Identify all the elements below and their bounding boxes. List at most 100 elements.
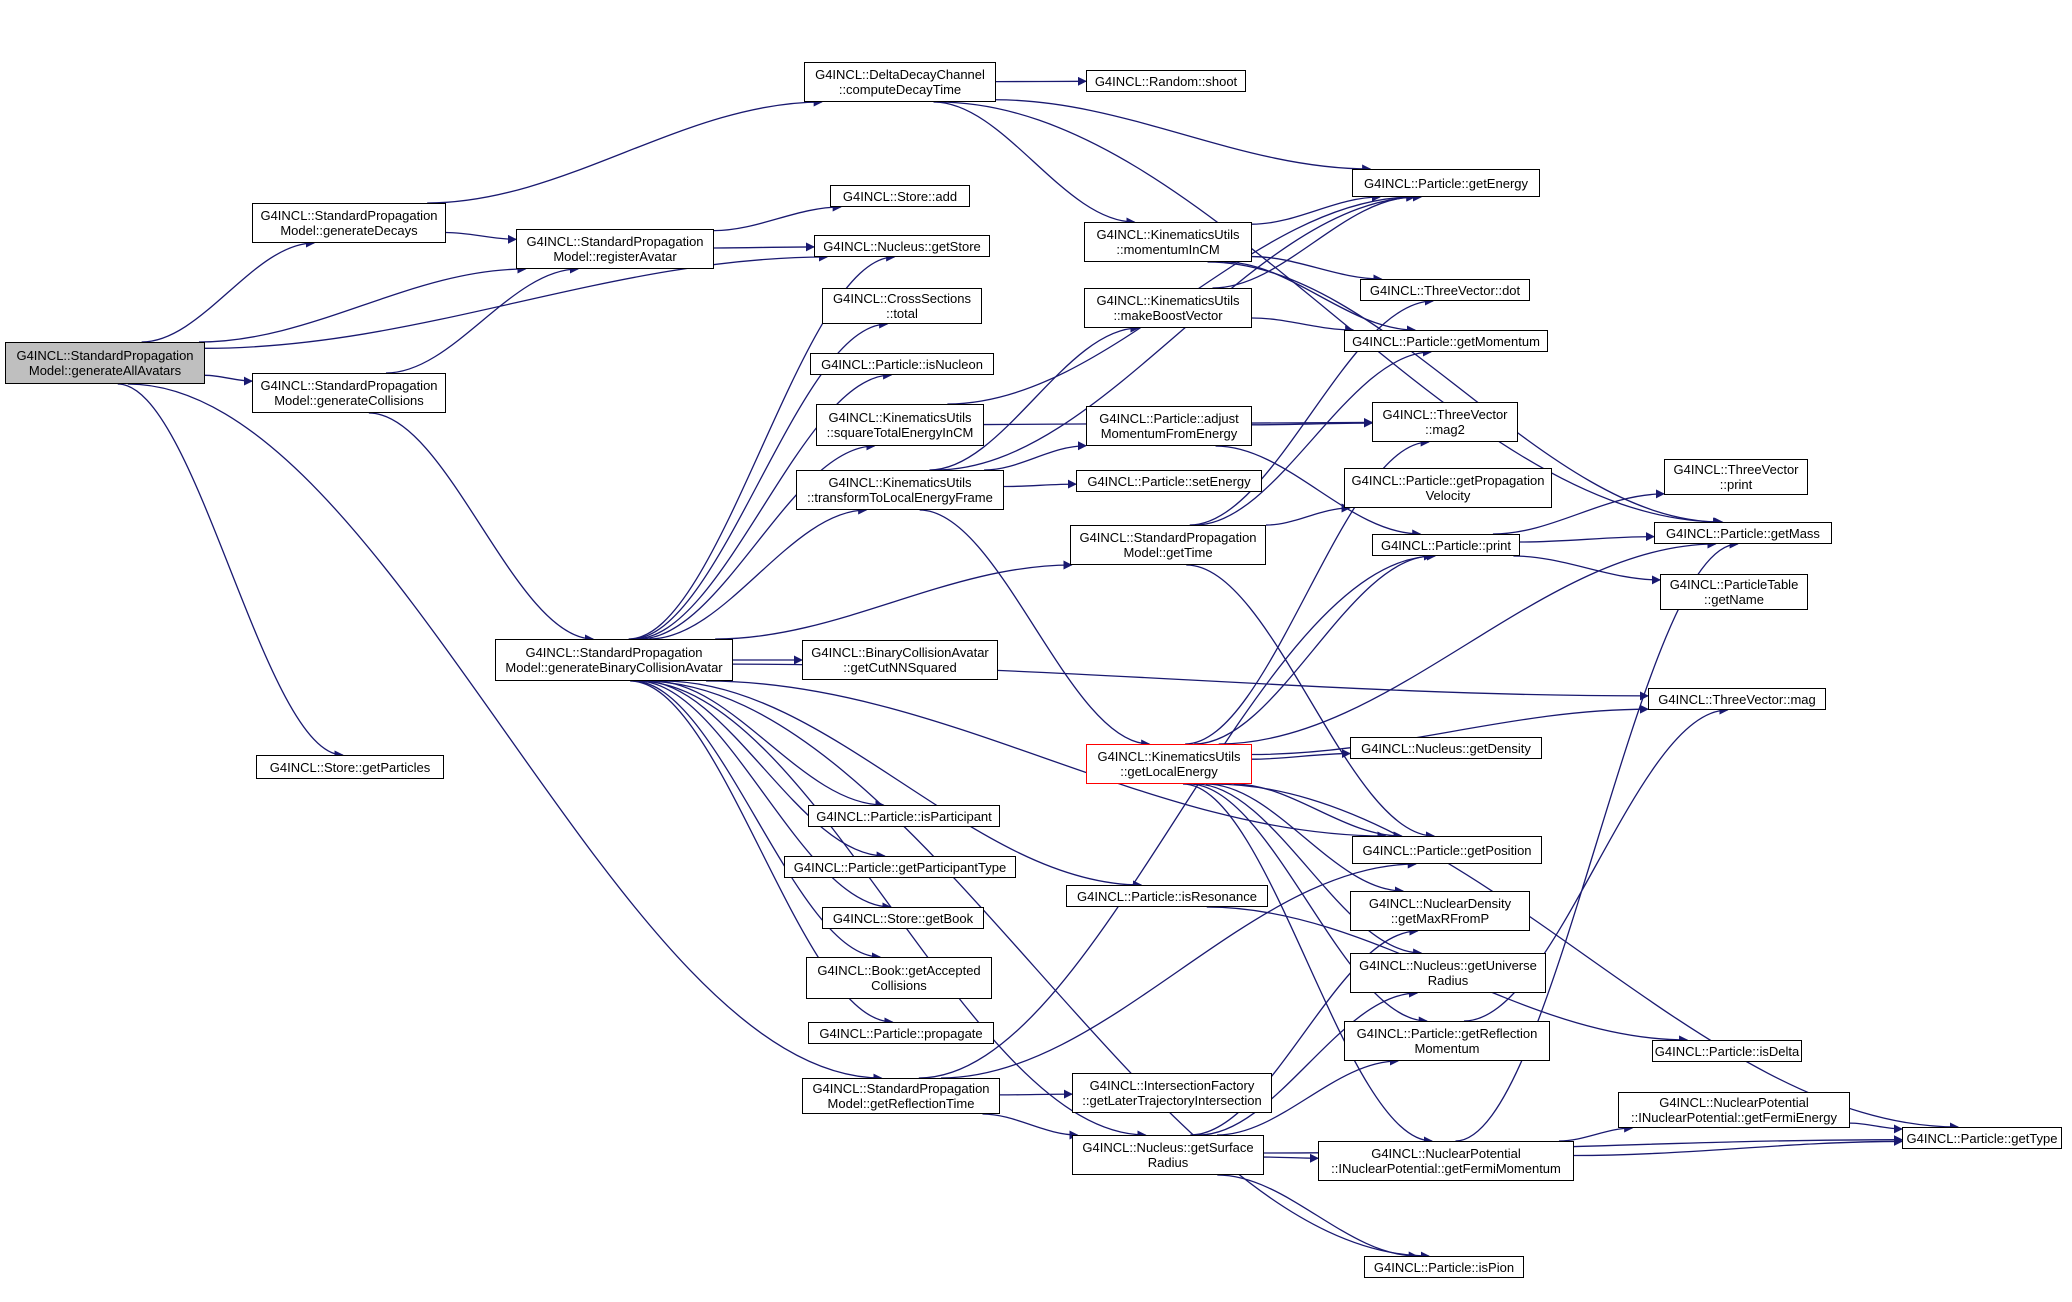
node-label-line: ::computeDecayTime — [838, 82, 962, 97]
node-label-line: G4INCL::Nucleus::getStore — [823, 238, 981, 254]
node-transform[interactable]: G4INCL::KinematicsUtils::transformToLoca… — [796, 470, 1004, 510]
edge-transform-to-adjustMom — [984, 441, 1087, 471]
node-label-line: G4INCL::NuclearPotential — [1371, 1146, 1521, 1161]
node-tvPrint[interactable]: G4INCL::ThreeVector::print — [1664, 459, 1808, 495]
node-getEnergy[interactable]: G4INCL::Particle::getEnergy — [1352, 169, 1540, 197]
node-tvDot[interactable]: G4INCL::ThreeVector::dot — [1360, 279, 1530, 301]
edge-genBCA-to-getTime — [715, 560, 1073, 640]
node-label-line: G4INCL::Particle::getPropagation — [1351, 473, 1545, 488]
node-cutNN[interactable]: G4INCL::BinaryCollisionAvatar::getCutNNS… — [802, 640, 998, 680]
node-label-line: G4INCL::Particle::adjust — [1099, 411, 1239, 426]
node-csTotal[interactable]: G4INCL::CrossSections::total — [822, 288, 982, 324]
edge-getLocalEnergy-to-getMaxRFromP — [1205, 783, 1405, 896]
node-getLocalEnergy[interactable]: G4INCL::KinematicsUtils::getLocalEnergy — [1086, 744, 1252, 784]
edge-getTime-to-getMomentum — [1195, 347, 1432, 526]
node-setEnergy[interactable]: G4INCL::Particle::setEnergy — [1076, 470, 1262, 492]
node-momInCM[interactable]: G4INCL::KinematicsUtils::momentumInCM — [1084, 222, 1252, 262]
node-getStore[interactable]: G4INCL::Nucleus::getStore — [814, 235, 990, 257]
node-isParticipant[interactable]: G4INCL::Particle::isParticipant — [808, 805, 1000, 827]
node-shoot[interactable]: G4INCL::Random::shoot — [1086, 70, 1246, 92]
node-getMass[interactable]: G4INCL::Particle::getMass — [1654, 522, 1832, 544]
node-getBook[interactable]: G4INCL::Store::getBook — [822, 907, 984, 929]
node-storeAdd[interactable]: G4INCL::Store::add — [830, 185, 970, 207]
node-getMomentum[interactable]: G4INCL::Particle::getMomentum — [1344, 330, 1548, 352]
node-propagate[interactable]: G4INCL::Particle::propagate — [808, 1022, 994, 1044]
node-label-line: G4INCL::Particle::setEnergy — [1087, 473, 1251, 489]
node-label-line: G4INCL::StandardPropagation — [525, 645, 703, 660]
node-isResonance[interactable]: G4INCL::Particle::isResonance — [1066, 885, 1268, 907]
node-label-line: ::squareTotalEnergyInCM — [826, 425, 974, 440]
edge-getSurfRadius-to-getFermiMom — [1263, 1153, 1319, 1163]
edge-momInCM-to-getMomentum — [1224, 261, 1417, 335]
edge-genAll-to-regAvatar — [198, 264, 527, 343]
node-label-line: ::getLocalEnergy — [1120, 764, 1218, 779]
node-getFermiMom[interactable]: G4INCL::NuclearPotential::INuclearPotent… — [1318, 1141, 1574, 1181]
node-label-line: G4INCL::Particle::isParticipant — [816, 808, 992, 824]
node-interFactory[interactable]: G4INCL::IntersectionFactory::getLaterTra… — [1072, 1073, 1272, 1113]
node-label-line: G4INCL::StandardPropagation — [1079, 530, 1257, 545]
node-label-line: ::total — [886, 306, 918, 321]
edge-getLocalEnergy-to-tvMag — [1251, 704, 1649, 756]
edge-transform-to-getEnergy — [935, 192, 1423, 471]
node-getType[interactable]: G4INCL::Particle::getType — [1902, 1127, 2062, 1149]
node-label-line: G4INCL::Particle::getPosition — [1362, 842, 1532, 858]
edge-deltaDecay-to-momInCM — [933, 101, 1136, 227]
node-makeBoost[interactable]: G4INCL::KinematicsUtils::makeBoostVector — [1084, 288, 1252, 328]
node-label-line: G4INCL::StandardPropagation — [812, 1081, 990, 1096]
edge-getLocalEnergy-to-getMass — [1218, 539, 1717, 745]
node-sqTotal[interactable]: G4INCL::KinematicsUtils::squareTotalEner… — [816, 404, 984, 446]
node-getFermiEnergy[interactable]: G4INCL::NuclearPotential::INuclearPotent… — [1618, 1092, 1850, 1128]
edge-getFermiMom-to-getFermiEnergy — [1558, 1123, 1634, 1142]
edge-transform-to-setEnergy — [1003, 479, 1077, 489]
node-getMaxRFromP[interactable]: G4INCL::NuclearDensity::getMaxRFromP — [1350, 891, 1530, 931]
node-getPartType[interactable]: G4INCL::Particle::getParticipantType — [784, 856, 1016, 878]
edge-genBCA-to-getPosition — [706, 680, 1387, 841]
node-getDensity[interactable]: G4INCL::Nucleus::getDensity — [1350, 737, 1542, 759]
node-label-line: G4INCL::Nucleus::getSurface — [1082, 1140, 1254, 1155]
node-label-line: G4INCL::BinaryCollisionAvatar — [811, 645, 989, 660]
node-label-line: MomentumFromEnergy — [1100, 426, 1238, 441]
edge-genDecays-to-deltaDecay — [427, 97, 823, 204]
edge-genBCA-to-transform — [649, 505, 868, 640]
node-ptGetName[interactable]: G4INCL::ParticleTable::getName — [1660, 574, 1808, 610]
edge-genAll-to-getStore — [204, 252, 828, 349]
node-label-line: Collisions — [871, 978, 927, 993]
edge-deltaDecay-to-getEnergy — [995, 99, 1372, 174]
node-label-line: ::getLaterTrajectoryIntersection — [1082, 1093, 1262, 1108]
node-label-line: G4INCL::KinematicsUtils — [1097, 749, 1241, 764]
node-deltaDecay[interactable]: G4INCL::DeltaDecayChannel::computeDecayT… — [804, 62, 996, 102]
node-tvMag[interactable]: G4INCL::ThreeVector::mag — [1648, 688, 1826, 710]
node-getParticles[interactable]: G4INCL::Store::getParticles — [256, 755, 444, 779]
node-label-line: Momentum — [1414, 1041, 1480, 1056]
node-isDelta[interactable]: G4INCL::Particle::isDelta — [1652, 1040, 1802, 1062]
node-label-line: G4INCL::ParticleTable — [1669, 577, 1799, 592]
node-isNucleon[interactable]: G4INCL::Particle::isNucleon — [810, 353, 994, 375]
node-label-line: G4INCL::Particle::getEnergy — [1363, 175, 1529, 191]
node-tvMag2[interactable]: G4INCL::ThreeVector::mag2 — [1372, 402, 1518, 442]
edge-getReflMom-to-tvMag — [1463, 705, 1729, 1022]
edge-getLocalEnergy-to-getPosition — [1233, 783, 1403, 841]
node-getPosition[interactable]: G4INCL::Particle::getPosition — [1352, 836, 1542, 864]
edge-makeBoost-to-getMomentum — [1251, 317, 1355, 335]
node-print[interactable]: G4INCL::Particle::print — [1372, 534, 1520, 556]
edge-getSurfRadius-to-getReflMom — [1216, 1056, 1399, 1136]
node-label-line: G4INCL::NuclearPotential — [1659, 1095, 1809, 1110]
edge-getLocalEnergy-to-getType — [1212, 783, 1959, 1132]
node-label-line: G4INCL::Particle::getType — [1906, 1130, 2058, 1146]
node-isPion[interactable]: G4INCL::Particle::isPion — [1364, 1256, 1524, 1278]
